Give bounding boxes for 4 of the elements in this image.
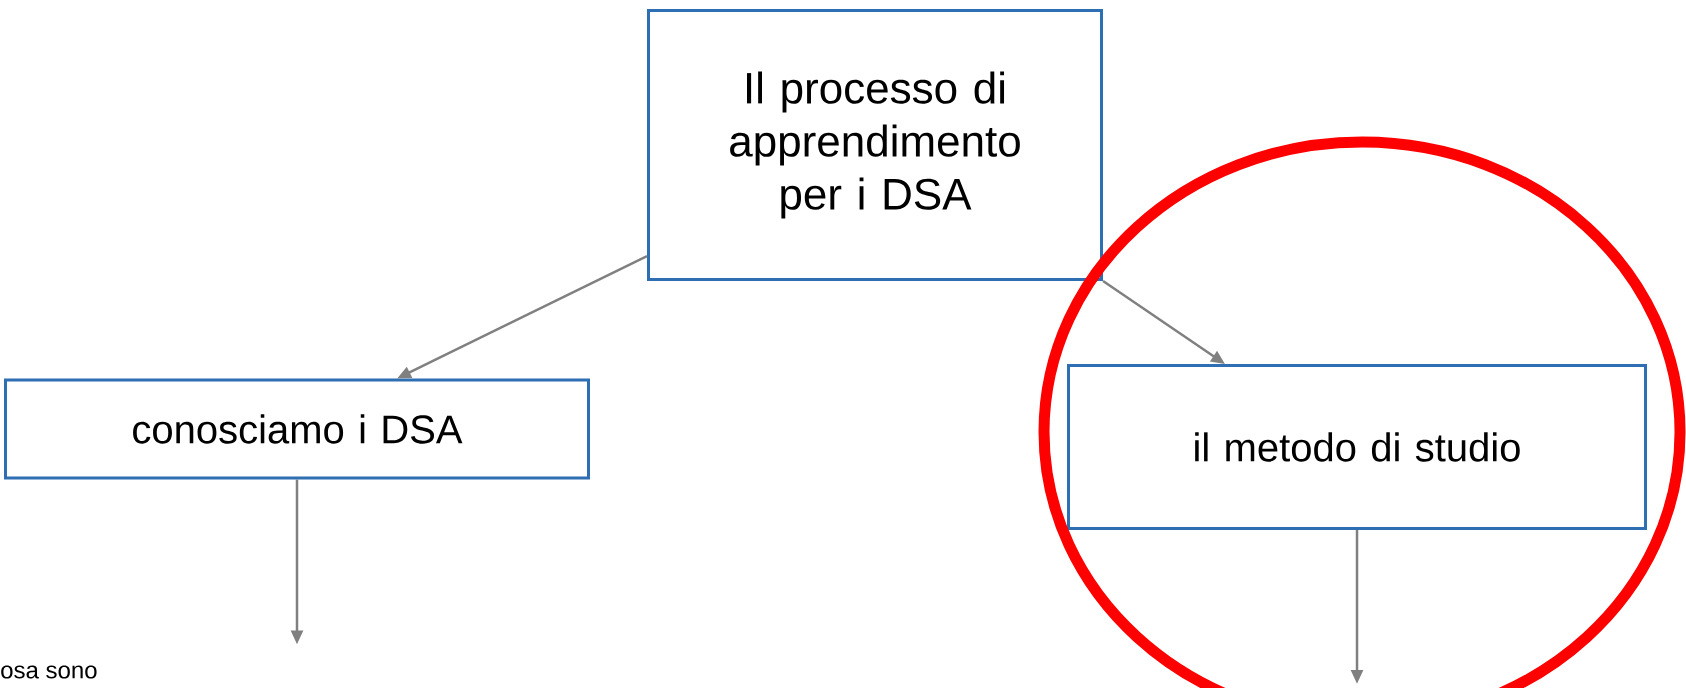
process-box: il metodo di studio [1067,364,1647,530]
note-text: osa sono [1,665,97,679]
process-box: Il processo di apprendimento per i DSA [647,9,1103,281]
process-box: conosciamo i DSA [4,378,590,480]
